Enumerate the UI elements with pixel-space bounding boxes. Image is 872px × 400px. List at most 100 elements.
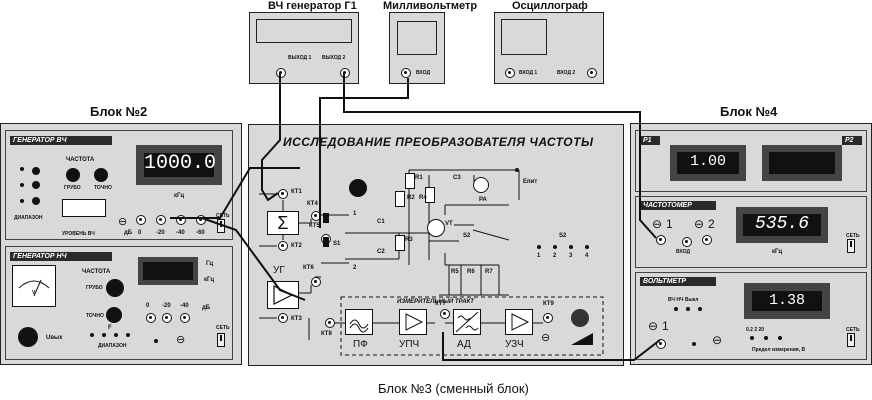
hf-att-0: 0 [138, 230, 142, 236]
s2-label: S2 [559, 233, 567, 239]
millivoltmeter-input-jack[interactable] [401, 68, 411, 78]
vm-power-switch[interactable] [847, 333, 855, 347]
r1-label: R1 [415, 175, 423, 181]
kt2-jack[interactable] [278, 241, 288, 251]
s2-pos-4-dot[interactable] [585, 245, 589, 249]
vm-mode-hf[interactable] [674, 307, 678, 311]
osc-in2-jack[interactable] [587, 68, 597, 78]
hf-range-dot-3[interactable] [20, 199, 24, 203]
hf-range-dot-1[interactable] [20, 167, 24, 171]
lf-net-label: СЕТЬ [216, 325, 230, 331]
pa-meter [473, 177, 489, 193]
block3: ИССЛЕДОВАНИЕ ПРЕОБРАЗОВАТЕЛЯ ЧАСТОТЫ [248, 124, 624, 366]
p2-label: P2 [842, 136, 862, 145]
hf-power-switch[interactable] [217, 219, 225, 233]
hf-gen-display: 1000.0 [136, 145, 222, 185]
s2-pos-1-dot[interactable] [537, 245, 541, 249]
hf-generator-g1: ВЫХОД 1 ВЫХОД 2 [249, 12, 359, 84]
lf-att-jack-2[interactable] [180, 313, 190, 323]
lf-out-symbol: ⊖ [176, 334, 186, 346]
pf-filter-block [345, 309, 373, 335]
kt7-jack[interactable] [440, 309, 450, 319]
detector-icon [455, 311, 479, 333]
hf-att-jack-0[interactable] [136, 215, 146, 225]
s2-pos-2-dot[interactable] [553, 245, 557, 249]
r2-label: R2 [407, 195, 415, 201]
voltmeter-panel: ВОЛЬТМЕТР ВЧ НЧ Выкл ⊖ 1 ⊖ 1.38 0.2 2 20… [635, 272, 867, 360]
osc-in1-jack[interactable] [505, 68, 515, 78]
r6-label: R6 [467, 269, 475, 275]
hf-range-dot-2[interactable] [20, 183, 24, 187]
lf-range-dot-2[interactable] [102, 333, 106, 337]
kt8-jack[interactable] [325, 318, 335, 328]
upch-block [399, 309, 427, 335]
oscilloscope: ВХОД 1 ВХОД 2 [494, 12, 604, 84]
vm-limit-02[interactable] [750, 336, 754, 340]
lf-coarse-label: ГРУБО [86, 285, 103, 291]
lf-uout-label: Uвых [46, 335, 63, 341]
hf-out1-jack[interactable] [276, 68, 286, 78]
lf-coarse-knob[interactable] [106, 279, 124, 297]
circuit-knob[interactable] [349, 179, 367, 197]
fc-in1-jack[interactable] [656, 235, 666, 245]
upch-label: УПЧ [399, 339, 420, 350]
lf-att-jack-1[interactable] [162, 313, 172, 323]
s2-pos-3-dot[interactable] [569, 245, 573, 249]
tract-title: ИЗМЕРИТЕЛЬНЫЙ ТРАКТ [397, 299, 474, 305]
hf-coarse-knob[interactable] [66, 168, 80, 182]
vm-mode-lf[interactable] [686, 307, 690, 311]
block2: ГЕНЕРАТОР ВЧ ЧАСТОТА ГРУБО ТОЧНО ДИАПАЗО… [0, 123, 242, 365]
vm-in1-symbol: ⊖ [648, 319, 659, 333]
s2-pos-2: 2 [553, 253, 557, 259]
millivoltmeter: ВХОД [389, 12, 445, 84]
volume-knob[interactable] [571, 309, 589, 327]
filter-icon [349, 319, 369, 333]
vm-in1-jack[interactable] [656, 339, 666, 349]
r1-resistor [405, 173, 415, 189]
vm-limit-20[interactable] [778, 336, 782, 340]
hf-att-jack-1[interactable] [156, 215, 166, 225]
r2-resistor [395, 191, 405, 207]
hf-fine-knob[interactable] [94, 168, 108, 182]
kt9-jack[interactable] [543, 313, 553, 323]
lf-range-dot-1[interactable] [90, 333, 94, 337]
amplifier-icon [511, 313, 530, 331]
fc-input-selector[interactable] [682, 237, 692, 247]
vm-limit-2[interactable] [764, 336, 768, 340]
lf-range-dot-3[interactable] [114, 333, 118, 337]
block4-label: Блок №4 [720, 104, 778, 119]
lf-range-dot-4[interactable] [126, 333, 130, 337]
hf-att-1: -20 [156, 230, 165, 236]
kt3-label: КТ3 [291, 316, 302, 322]
s1-switch-lower[interactable] [323, 237, 329, 247]
block4: P1 P2 1.00 ЧАСТОТОМЕР ⊖ 1 ⊖ 2 ВХОД 535.6… [630, 123, 872, 365]
lf-fine-knob[interactable] [106, 307, 122, 323]
fc-in2-jack[interactable] [702, 235, 712, 245]
hf-att-jack-2[interactable] [176, 215, 186, 225]
vm-mode-off[interactable] [698, 307, 702, 311]
kt1-jack[interactable] [278, 189, 288, 199]
kt6-jack[interactable] [311, 277, 321, 287]
kt4-jack[interactable] [311, 211, 321, 221]
hf-gen-header: ГЕНЕРАТОР ВЧ [10, 136, 112, 145]
c2-label: C2 [377, 249, 385, 255]
fc-in1-symbol: ⊖ [652, 217, 663, 231]
hf-att-jack-3[interactable] [196, 215, 206, 225]
sigma-block: Σ [267, 211, 299, 235]
fc-header: ЧАСТОТОМЕР [640, 201, 716, 210]
lf-out-dot [154, 339, 158, 343]
hf-att-2: -40 [176, 230, 185, 236]
fc-power-switch[interactable] [847, 239, 855, 253]
s1-switch-upper[interactable] [323, 213, 329, 223]
s2-switch-label: S2 [463, 233, 471, 239]
kt3-jack[interactable] [278, 313, 288, 323]
lf-db-label: дБ [202, 305, 211, 311]
hf-gen-panel: ГЕНЕРАТОР ВЧ ЧАСТОТА ГРУБО ТОЧНО ДИАПАЗО… [5, 130, 233, 240]
lf-att-jack-0[interactable] [146, 313, 156, 323]
hf-out2-jack[interactable] [340, 68, 350, 78]
vm-limit-label: Предел измерения, В [752, 347, 806, 353]
lf-uout-knob[interactable] [18, 327, 38, 347]
hf-gen-unit: кГц [174, 193, 185, 199]
lf-power-switch[interactable] [217, 333, 225, 347]
hf-freq-label: ЧАСТОТА [66, 157, 95, 163]
